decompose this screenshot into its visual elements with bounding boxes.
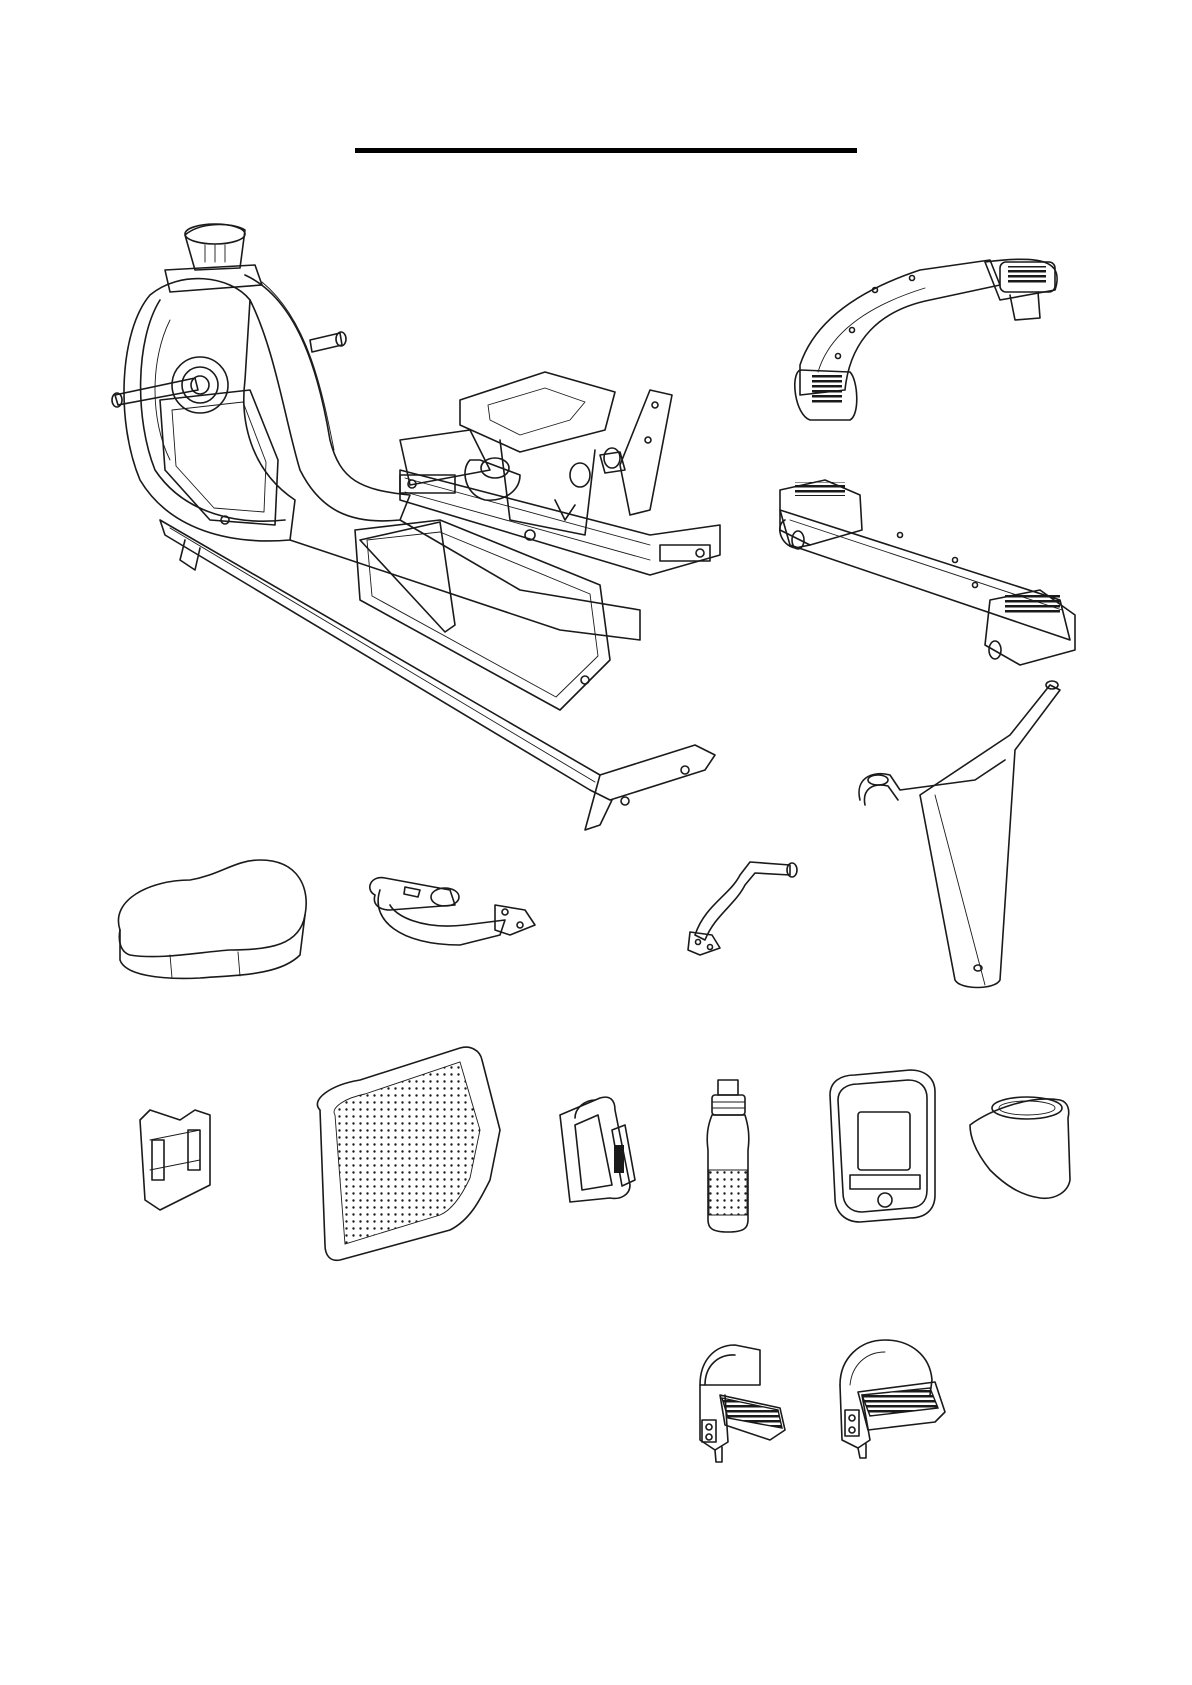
part-front-handlebar xyxy=(795,259,1057,420)
part-base-stabilizer xyxy=(780,480,1075,665)
part-crank-handle xyxy=(688,862,797,955)
part-backrest-bracket xyxy=(140,1110,210,1210)
part-pedal-left xyxy=(700,1345,785,1462)
part-backrest xyxy=(317,1047,500,1260)
part-bottle-holder xyxy=(560,1097,635,1202)
part-seat-cushion xyxy=(118,860,306,978)
part-side-handle xyxy=(370,878,535,945)
part-pedal-right xyxy=(840,1340,945,1458)
part-main-frame xyxy=(112,224,720,830)
part-console xyxy=(830,1070,935,1222)
part-seat-post-assembly xyxy=(859,681,1060,988)
part-console-mast-cover xyxy=(970,1097,1070,1198)
part-water-bottle xyxy=(707,1080,749,1232)
